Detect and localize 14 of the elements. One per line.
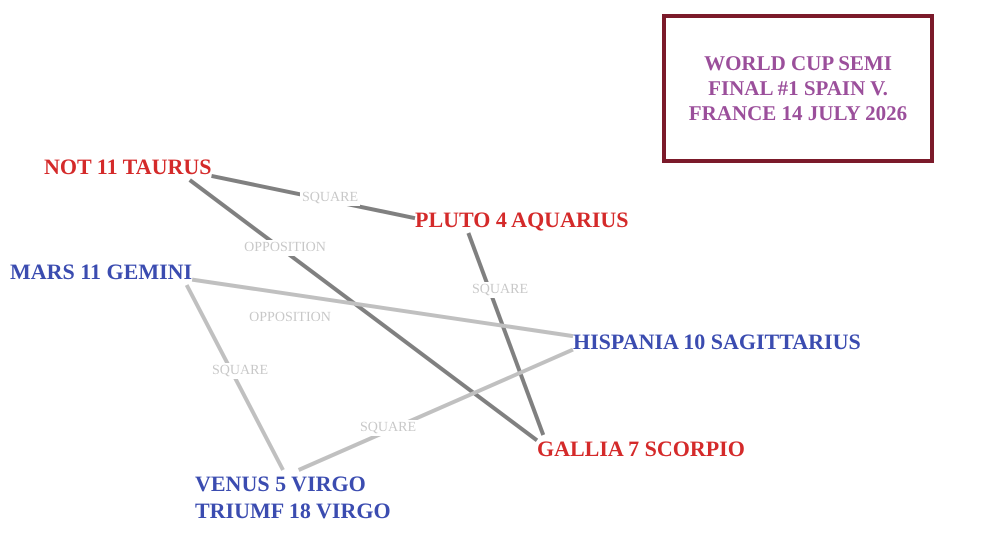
connector-line — [192, 278, 574, 338]
planet-position-label: TRIUMF 18 VIRGO — [195, 497, 391, 524]
connector-line — [188, 178, 538, 442]
planet-position-label: HISPANIA 10 SAGITTARIUS — [573, 328, 861, 355]
title-text: WORLD CUP SEMI FINAL #1 SPAIN V. FRANCE 14 JULY 2026 — [688, 51, 908, 126]
planet-position-label: MARS 11 GEMINI — [10, 258, 192, 285]
title-box — [662, 14, 934, 163]
planet-position-label: PLUTO 4 AQUARIUS — [415, 206, 629, 233]
connector-line — [184, 284, 285, 471]
planet-position-label: NOT 11 TAURUS — [44, 153, 212, 180]
planet-position-label: VENUS 5 VIRGO — [195, 470, 367, 497]
connector-line — [466, 232, 546, 436]
planet-position-label: GALLIA 7 SCORPIO — [537, 435, 745, 462]
connector-line — [298, 348, 574, 472]
